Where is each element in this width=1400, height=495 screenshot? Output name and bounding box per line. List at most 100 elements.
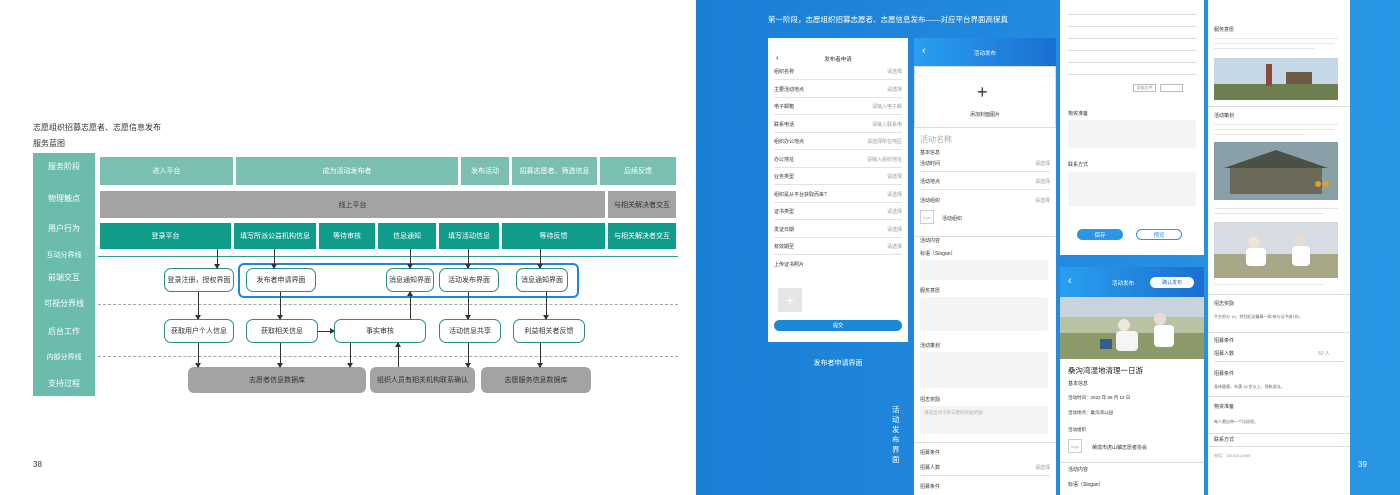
materials-input[interactable]	[1068, 120, 1196, 148]
plan-label: 活动策划	[920, 343, 941, 349]
action-fill-org: 填写所派公益机构信息	[234, 223, 316, 249]
save-button[interactable]: 保存	[1077, 229, 1123, 240]
form-row[interactable]: 主要活动地点请选择	[774, 82, 902, 98]
page-number-left: 38	[33, 460, 42, 469]
screen2-header	[914, 38, 1056, 66]
recruit-num-value: 50 人	[1318, 351, 1330, 357]
org-name: 荣成市虎山镇志愿者协会	[1092, 445, 1148, 451]
row-event-org[interactable]: 活动组织请选择	[920, 197, 1050, 204]
divider	[1214, 361, 1344, 362]
action-notice: 信息通知	[378, 223, 436, 249]
form-row-hint: 请输入组织地址	[866, 156, 902, 163]
materials-label: 物资准备	[1068, 111, 1089, 117]
form-row[interactable]: 发证日期请选择	[774, 222, 902, 238]
back-icon[interactable]: ‹	[1068, 275, 1072, 287]
event-time: 活动时间：2022 年 08 月 12 日	[1068, 395, 1131, 400]
screen-event-detail: 服务意愿 活动策划	[1208, 0, 1350, 495]
upload-plus-icon[interactable]: +	[778, 288, 802, 312]
back-icon[interactable]: ‹	[776, 53, 779, 62]
form-row[interactable]: 上传证书照片	[774, 257, 902, 273]
form-row-label: 办公地址	[774, 156, 795, 163]
preview-button[interactable]: 预览	[1136, 229, 1182, 240]
event-name: 桑沟湾湿地清理一日游	[1068, 366, 1143, 375]
org-label: 活动组织	[942, 216, 963, 222]
form-row[interactable]: 办公地址 请输入组织地址	[774, 152, 902, 168]
event-name-input[interactable]: 活动名称	[920, 135, 952, 144]
plan-label: 活动策划	[1214, 113, 1235, 119]
form-row[interactable]: 有效期至请选择	[774, 239, 902, 255]
arrow-down	[195, 343, 201, 368]
submit-button[interactable]: 提交	[774, 320, 902, 331]
reward-input[interactable]: 请说出对于参与者的奖励奖励	[920, 406, 1048, 434]
arrow-down	[543, 292, 549, 320]
form-row[interactable]: 电子邮箱请输入电子邮	[774, 99, 902, 115]
back-get-user-info: 获取用户个人信息	[164, 319, 234, 343]
text-line	[1214, 48, 1314, 49]
materials-label: 物资准备	[1214, 404, 1235, 410]
row-recruit-num[interactable]: 招募人数请选择	[920, 460, 1050, 476]
front-event-publish: 活动发布界面	[439, 268, 499, 292]
right-page: 第一阶段，志愿组织招募志愿者、志愿信息发布——对应平台界面高保真 ‹ 发布者申请…	[696, 0, 1400, 495]
form-row-label: 组织名称	[774, 69, 795, 75]
add-file-button[interactable]: 添加文件	[1133, 84, 1156, 92]
reward-label: 招志奖励	[1214, 301, 1235, 307]
back-icon[interactable]: ‹	[922, 45, 926, 57]
front-publisher-apply: 发布者申请界面	[246, 268, 316, 292]
recruit-num-label: 招募人数	[1214, 351, 1235, 357]
form-row-label: 组织是从平台获取而来?	[774, 191, 827, 198]
slogan-input[interactable]	[920, 260, 1048, 280]
left-page: 志愿组织招募志愿者、志愿信息发布 服务蓝图 服务阶段 物理触点 用户行为 互动分…	[0, 0, 696, 495]
text-line	[1214, 124, 1338, 125]
form-row-hint: 请输入联系电	[871, 121, 902, 128]
screen-publisher-apply: ‹ 发布者申请 组织名称请选择主要活动地点请选择电子邮箱请输入电子邮联系电话请输…	[768, 38, 908, 342]
lane-frontend: 前端交互	[48, 273, 80, 282]
slogan-label: 标语（Slogan）	[920, 251, 956, 257]
arrow-right	[318, 328, 335, 334]
file-slot[interactable]	[1160, 84, 1183, 92]
plan-input[interactable]	[920, 352, 1048, 388]
lane-user-action: 用户行为	[48, 224, 80, 233]
interaction-line	[98, 256, 678, 257]
basic-info-title: 基本信息	[920, 150, 941, 156]
form-row[interactable]: 组织办公地点请选择所在地区	[774, 134, 902, 150]
stage-enter: 进入平台	[100, 157, 233, 185]
lane-visibility-line: 可视分界线	[44, 299, 84, 308]
contact-input[interactable]	[1068, 172, 1196, 206]
service-input[interactable]	[920, 297, 1048, 331]
back-get-info: 获取相关信息	[246, 319, 318, 343]
reward-text: 平台积分 10，特别纪念徽章一款/参与证书各1份。	[1214, 314, 1303, 319]
cover-upload[interactable]: + 添加封面图片	[914, 66, 1056, 128]
plan-text-lines	[1214, 122, 1338, 138]
event-place: 活动地点：桑沟湾公园	[1068, 410, 1113, 415]
divider	[1060, 462, 1204, 463]
action-wait-feedback: 等待反馈	[502, 223, 605, 249]
ruled-line	[1068, 38, 1196, 39]
slogan-label: 标语（Slogan）	[1068, 482, 1104, 488]
form-row[interactable]: 联系电话请输入联系电	[774, 117, 902, 133]
materials-text: 每人需自带一个垃圾袋。	[1214, 419, 1258, 424]
confirm-publish-button[interactable]: 确认发布	[1150, 277, 1194, 288]
page-number-right: 39	[1358, 460, 1367, 469]
form-row[interactable]: 组织是从平台获取而来?请选择	[774, 187, 902, 203]
lane-backstage: 后台工作	[48, 327, 80, 336]
form-row-hint: 请选择	[886, 244, 902, 250]
screen-event-publish: ‹ 活动发布 + 添加封面图片 活动名称 基本信息 活动时间请选择 活动地点请选…	[914, 38, 1056, 495]
row-event-time[interactable]: 活动时间请选择	[920, 156, 1050, 172]
form-row[interactable]: 证书类型请选择	[774, 204, 902, 220]
divider	[1208, 294, 1350, 295]
ruled-line	[1068, 62, 1196, 63]
touchpoint-interact: 与相关解决者交互	[608, 191, 676, 218]
content-title: 活动内容	[920, 238, 941, 244]
plus-icon: +	[977, 82, 988, 102]
lane-column	[33, 153, 95, 396]
action-interact: 与相关解决者交互	[608, 223, 676, 249]
back-stakeholder-feedback: 利益相关者反馈	[513, 319, 585, 343]
form-row-label: 上传证书照片	[774, 262, 805, 268]
arrow-up	[407, 291, 413, 319]
form-row[interactable]: 业务类型请选择	[774, 169, 902, 185]
screen2-caption: 活动发布界面	[892, 405, 900, 464]
stage-become-publisher: 成为活动发布者	[236, 157, 458, 185]
row-event-place[interactable]: 活动地点请选择	[920, 174, 1050, 190]
form-row[interactable]: 组织名称请选择	[774, 64, 902, 80]
screen4-title: 活动发布	[1112, 281, 1135, 287]
